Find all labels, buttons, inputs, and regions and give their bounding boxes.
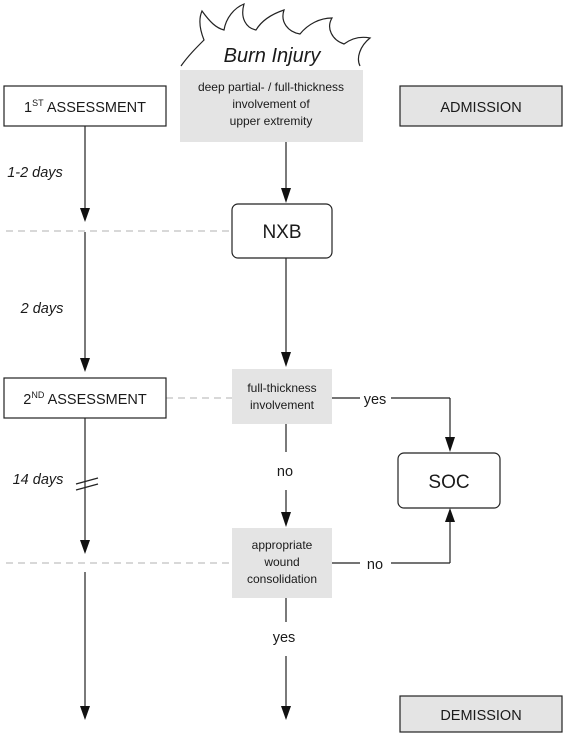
injury-line-3: upper extremity	[230, 114, 313, 128]
diagram-title: Burn Injury	[224, 45, 322, 67]
interval-label-2: 2 days	[20, 301, 64, 317]
nxb-label: NXB	[262, 222, 301, 243]
injury-box	[180, 70, 363, 142]
assessment-1-label: 1ST ASSESSMENT	[24, 98, 146, 116]
decision-2-line-1: appropriate	[252, 538, 313, 552]
admission-label: ADMISSION	[440, 100, 521, 116]
decision-2-line-2: wound	[263, 555, 299, 569]
interval-label-3: 14 days	[13, 472, 64, 488]
d2-no-label: no	[367, 557, 383, 573]
timeline-arrow-1	[80, 208, 90, 222]
decision-2-line-3: consolidation	[247, 572, 317, 586]
admission-box	[399, 85, 563, 127]
assessment-2-box	[3, 377, 167, 419]
d1-yes-label: yes	[364, 392, 387, 408]
injury-line-2: involvement of	[232, 97, 310, 111]
flow-arrow-decision-1	[281, 352, 291, 367]
d2-yes-label: yes	[273, 630, 296, 646]
soc-box	[397, 452, 501, 509]
time-break-mark-b	[75, 483, 99, 491]
timeline-arrow-3	[80, 540, 90, 554]
flow-arrow-soc-bottom	[445, 508, 455, 522]
injury-line-1: deep partial- / full-thickness	[198, 80, 344, 94]
decision-2-box	[232, 528, 332, 598]
soc-label: SOC	[428, 472, 469, 493]
assessment-1-box	[3, 85, 167, 127]
flow-arrow-decision-2	[281, 512, 291, 527]
timeline-arrow-2	[80, 358, 90, 372]
demission-box	[399, 695, 563, 733]
flow-arrow-nxb	[281, 188, 291, 203]
timeline-arrow-4	[80, 706, 90, 720]
assessment-2-label: 2ND ASSESSMENT	[23, 390, 147, 408]
flow-arrow-soc-top	[445, 437, 455, 452]
flame-icon	[180, 2, 372, 67]
time-break-mark-a	[75, 477, 99, 485]
interval-label-1: 1-2 days	[7, 165, 63, 181]
d1-no-label: no	[277, 464, 293, 480]
decision-1-box	[232, 369, 332, 424]
demission-label: DEMISSION	[440, 708, 521, 724]
decision-1-line-2: involvement	[250, 398, 315, 412]
decision-1-line-1: full-thickness	[247, 381, 316, 395]
flow-arrow-end	[281, 706, 291, 720]
nxb-box	[231, 203, 333, 259]
